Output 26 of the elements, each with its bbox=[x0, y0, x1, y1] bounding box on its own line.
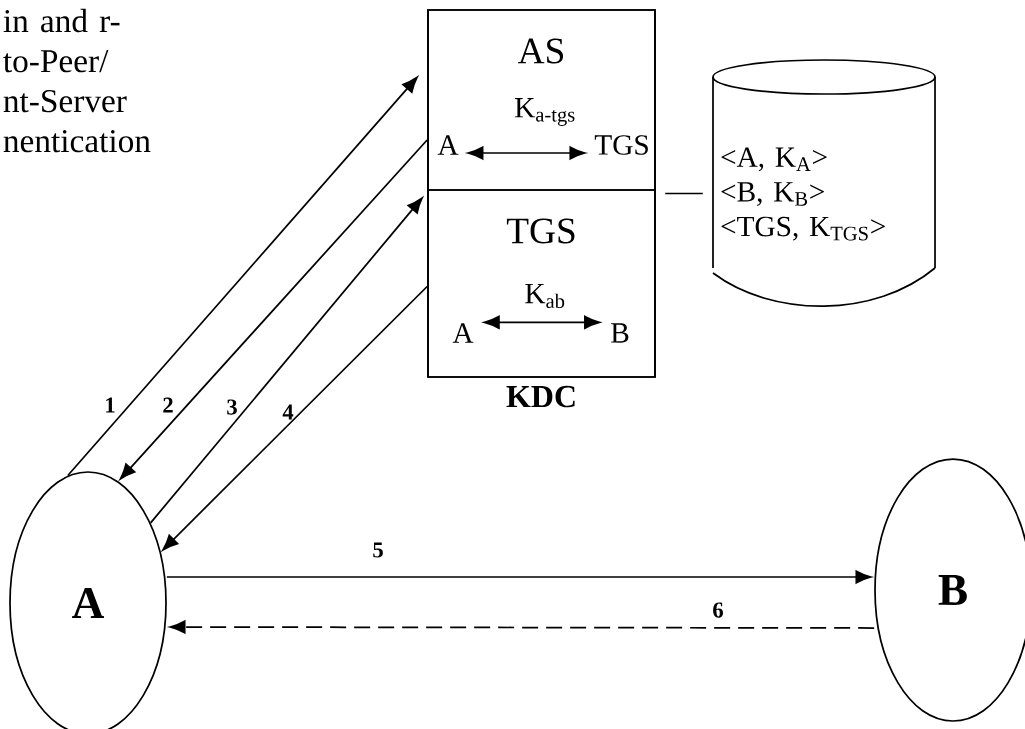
heading-text: in and r-to-Peer/ nt-Server nentication bbox=[3, 8, 151, 153]
step-number: 2 bbox=[163, 397, 173, 413]
node-label: <A, K$_{A}$> bbox=[721, 147, 827, 172]
step-number: 1 bbox=[106, 397, 115, 413]
step-number: 6 bbox=[713, 602, 723, 618]
arrow bbox=[66, 76, 418, 477]
step-number: 5 bbox=[373, 542, 383, 558]
endpoint-label: A bbox=[437, 135, 459, 155]
arrow bbox=[162, 285, 428, 551]
node-label: KDC bbox=[506, 385, 575, 408]
database-cylinder: <A, K$_{A}$> <B, K$_{B}$> <TGS, K$_{TGS}$> bbox=[712, 59, 936, 307]
arrow bbox=[149, 197, 423, 524]
arrow bbox=[166, 570, 872, 584]
step-number: 3 bbox=[227, 399, 237, 415]
arrow bbox=[467, 146, 586, 160]
arrow bbox=[169, 620, 875, 634]
step-number: 4 bbox=[282, 404, 294, 420]
node-label: <TGS, K$_{TGS}$> bbox=[721, 216, 885, 241]
key-label: K$_{ab}$ bbox=[525, 283, 565, 309]
arrow bbox=[119, 139, 428, 480]
key-label: K$_{a-tgs}$ bbox=[514, 98, 575, 126]
arrow bbox=[483, 315, 601, 329]
endpoint-label: B bbox=[611, 323, 629, 343]
endpoint-label: A bbox=[452, 323, 474, 343]
endpoint-label: TGS bbox=[594, 135, 648, 155]
node-label: <B, K$_{B}$> bbox=[721, 182, 824, 206]
